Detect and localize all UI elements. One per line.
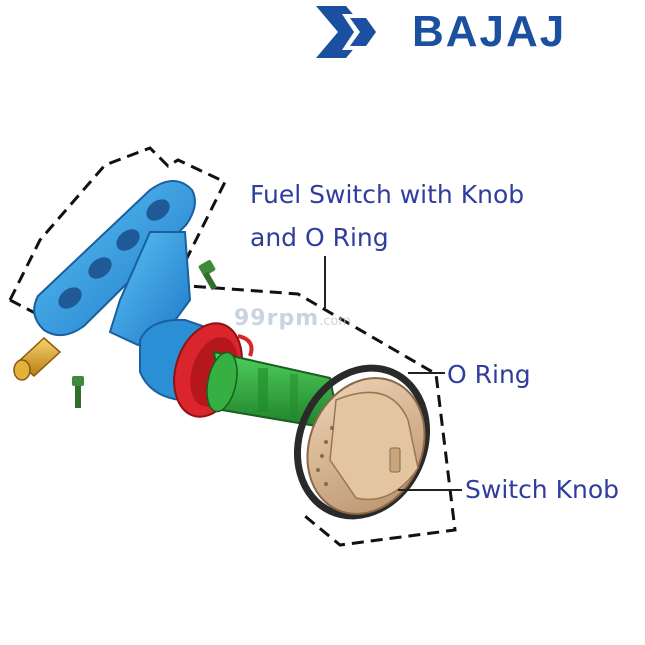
dashed-outline-switch	[174, 283, 457, 547]
screw-top	[198, 260, 218, 291]
label-switch-knob: Switch Knob	[465, 475, 620, 504]
brand-name: BAJAJ	[412, 7, 567, 56]
screw-bottom	[72, 376, 84, 408]
switch-knob	[306, 377, 426, 515]
label-o-ring: O Ring	[447, 360, 531, 389]
watermark: 99rpm.com	[234, 306, 352, 331]
label-fuel-switch-line1: Fuel Switch with Knob	[250, 180, 525, 209]
fuel-nozzle	[13, 336, 62, 381]
bajaj-logo-icon	[316, 6, 376, 58]
label-fuel-switch-line2: and O Ring	[250, 223, 389, 252]
